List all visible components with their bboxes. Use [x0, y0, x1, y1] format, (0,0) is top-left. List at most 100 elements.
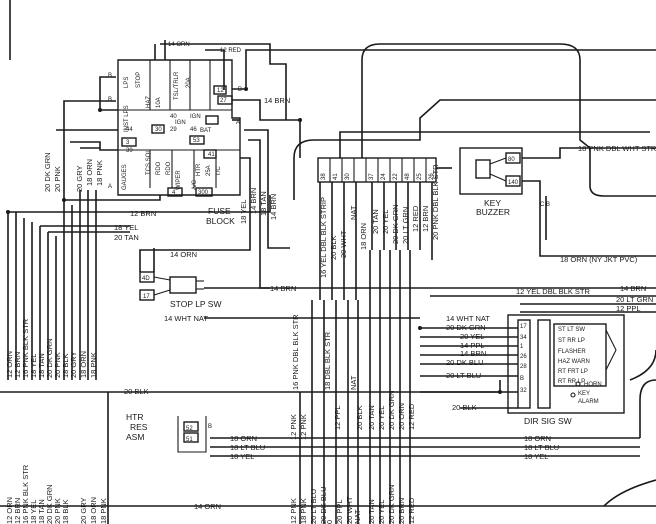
- wire-label: 18 BLK: [61, 353, 70, 378]
- heater-resistor-assembly: 52 51 B HTR RES ASM: [126, 412, 212, 453]
- fuse-label: RDO: [166, 161, 172, 175]
- pin-label: 52: [186, 426, 193, 432]
- pin-label: B: [238, 87, 242, 93]
- wire-label: 18 ORN: [230, 434, 257, 443]
- wire-label: 18 LT BLU: [230, 443, 265, 452]
- wire-label: 12 BRN: [130, 209, 156, 218]
- stop-lp-sw-label: STOP LP SW: [170, 299, 222, 309]
- fuse-label: 10A: [156, 97, 162, 108]
- wire-label: 20 BLK: [329, 235, 338, 260]
- dir-sig-row: ST LT SW: [558, 327, 585, 333]
- pin-label: 30: [345, 173, 351, 180]
- wire-label: 18 ORN: [85, 159, 94, 186]
- wire-label: 20 GRY: [79, 497, 88, 524]
- pin-label: B: [208, 424, 212, 430]
- wire-label: 18 ORN: [89, 497, 98, 524]
- htr-res-asm-label: RES: [130, 422, 148, 432]
- wire-label: 20 LT GRN: [616, 295, 653, 304]
- pin-label: 32: [520, 388, 527, 394]
- wire-label: 14 WHT NAT: [446, 314, 490, 323]
- wire-label: 18 ORN (NY JKT PVC): [560, 255, 638, 264]
- wire-label: 20 DK GRN: [391, 204, 400, 244]
- pin-label: 41: [333, 173, 339, 180]
- wire-label: 20 PPL: [335, 499, 344, 524]
- key-alarm-label: KEY: [578, 391, 590, 397]
- pin-label: 1: [520, 344, 524, 350]
- wire-label: 20 DK GRN: [387, 484, 396, 524]
- pin-label: A: [108, 184, 112, 190]
- wire-label: 20 LT BLU: [446, 371, 481, 380]
- wire-label: 18 LT BLU: [524, 443, 559, 452]
- wire-label: 20 PNK DBL BLK STR: [431, 164, 440, 240]
- wire-label: 18 YEL: [230, 452, 254, 461]
- wire-label: 20 BLK: [452, 403, 477, 412]
- wire-label: 14 BRN: [269, 194, 278, 220]
- pin-label: 17: [143, 294, 150, 300]
- wire-label: 20 YEL: [377, 500, 386, 524]
- key-alarm-label: ALARM: [578, 399, 599, 405]
- pin-label: 22: [393, 173, 399, 180]
- horn-label: HORN: [584, 382, 602, 388]
- wire-label: 12 BRN: [13, 498, 22, 524]
- dir-sig-sw-label: DIR SIG SW: [524, 416, 572, 426]
- pin-label: B: [520, 376, 524, 382]
- pin-label: 24: [381, 173, 387, 180]
- wire-label: 14 BRN: [264, 96, 290, 105]
- fuse-label: TCS SOL: [146, 149, 152, 175]
- wire-label: 18 PNK: [99, 498, 108, 524]
- pin-label: 12 RED: [220, 48, 242, 54]
- pin-label: 44: [126, 127, 133, 133]
- pin-label: 80: [508, 157, 515, 163]
- wire-label: 12 PNK: [299, 414, 308, 440]
- wire-label: 20 WHT: [345, 496, 354, 524]
- wire-label: 20 DK GRN: [446, 323, 486, 332]
- wire-label: 12 YEL DBL BLK STR: [516, 287, 591, 296]
- wire-labels: 14 BRN 18 PNK DBL WHT STR 18 ORN (NY JKT…: [114, 96, 656, 511]
- wire-label: 18 YEL: [524, 452, 548, 461]
- wire-label: 12 PPL: [333, 405, 342, 430]
- wire-label: 18 ORN: [524, 434, 551, 443]
- pin-label: 25: [417, 173, 423, 180]
- wire-label: 20 DK GRN: [43, 152, 52, 192]
- pin-label: B: [546, 202, 550, 208]
- fuse-label: INST LPS: [124, 105, 130, 132]
- directional-signal-switch: 17 34 1 26 28 B 32 ST LT SW ST RR LP FLA…: [507, 314, 625, 426]
- pin-label: 48: [405, 173, 411, 180]
- pin-label: 38: [321, 173, 327, 180]
- key-buzzer: 80 140 C B KEY BUZZER: [459, 147, 550, 217]
- pin-label: 17: [520, 324, 527, 330]
- wire-label: 0: [325, 520, 334, 524]
- wire-label: 16 YEL DBL BLK STRIP: [319, 197, 328, 278]
- wire-label: 20 GRY: [75, 165, 84, 192]
- dir-sig-row: HAZ WARN: [558, 359, 590, 365]
- key-buzzer-label: KEY: [484, 198, 501, 208]
- fuse-label: BAT: [200, 128, 212, 134]
- pin-label: 28: [520, 364, 527, 370]
- connector-strip: 38 41 30 37 24 22 48 25 26: [317, 157, 437, 183]
- pin-label: 29: [170, 127, 177, 133]
- fuse-label: 20A: [186, 77, 192, 88]
- wire-label: 20 TAN: [367, 499, 376, 524]
- wire-label: 12 BRN: [421, 206, 430, 232]
- htr-res-asm-label: HTR: [126, 412, 143, 422]
- wire-label: 12 RED: [411, 205, 420, 232]
- pin-label: 40: [170, 114, 177, 120]
- pin-label: 3: [126, 140, 130, 146]
- pin-label: 4D: [142, 276, 150, 282]
- pin-label: 53: [193, 138, 200, 144]
- pin-label: 14 ORN: [168, 42, 190, 48]
- pin-label: 300: [198, 190, 209, 196]
- fuse-label: HTR: [196, 163, 202, 176]
- wire-label: 12 ORN: [5, 351, 14, 378]
- dir-sig-row: RT RR LP: [558, 379, 585, 385]
- wire-label: 14 ORN: [170, 250, 197, 259]
- wire-label: 18 DBL BLK STR: [323, 331, 332, 390]
- wire-label: 18 TAN: [259, 191, 268, 216]
- fuse-label: TSL/TRLR: [174, 71, 180, 100]
- wire-label: 20 GRY: [69, 351, 78, 378]
- wire-label: 18 PNK: [299, 498, 308, 524]
- fuse-block: [117, 59, 241, 197]
- wire-label: 20 YEL: [381, 210, 390, 234]
- pin-label: 4: [172, 190, 176, 196]
- stop-lamp-switch: 4D 17 STOP LP SW: [139, 271, 222, 309]
